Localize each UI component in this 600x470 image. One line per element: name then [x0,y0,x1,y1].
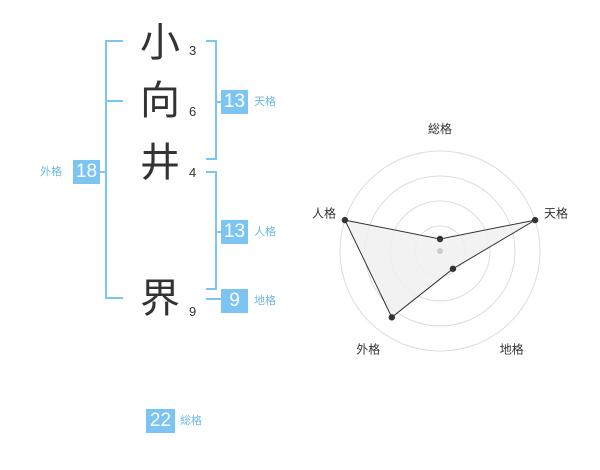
tenkaku-label: 天格 [254,95,276,108]
name-char-1: 小 [140,20,180,66]
tenkaku-connector [216,101,222,103]
jinkaku-bracket-bottom [206,288,217,290]
tenkaku-value-badge: 13 [221,90,248,114]
jinkaku-connector [216,231,222,233]
jinkaku-label: 人格 [254,225,276,238]
radar-point-1 [531,216,539,224]
chikaku-label: 地格 [254,294,276,307]
gaikaku-connector [98,171,106,173]
gaikaku-label: 外格 [40,165,62,178]
gaikaku-value-badge: 18 [73,160,100,184]
stroke-count-1: 3 [189,43,197,58]
radar-point-3 [388,314,396,321]
chikaku-connector [206,298,222,300]
name-char-2: 向 [140,78,180,124]
radar-axis-label-1: 天格 [544,205,568,220]
chikaku-value-badge: 9 [221,289,248,313]
stroke-count-2: 6 [189,104,197,119]
stroke-count-4: 9 [189,304,197,319]
jinkaku-value-badge: 13 [221,220,248,244]
jinkaku-bracket-top [206,171,217,173]
radar-axis-label-0: 総格 [428,121,452,136]
name-char-4: 界 [140,276,180,322]
tenkaku-bracket-vertical [215,40,217,160]
radar-point-2 [449,265,457,272]
radar-center-dot [437,248,443,254]
tenkaku-bracket-top [206,40,217,42]
radar-grid-ring-4 [339,150,541,352]
tenkaku-bracket-bottom [206,158,217,160]
name-char-3: 井 [140,140,180,186]
soukaku-value-badge: 22 [146,409,175,433]
radar-point-4 [341,216,349,224]
gaikaku-bracket-bottom [105,297,123,299]
radar-axis-label-2: 地格 [500,342,524,357]
stroke-count-3: 4 [189,165,197,180]
gaikaku-bracket-top [105,40,123,42]
gaikaku-bracket-vertical [105,40,107,299]
radar-point-0 [436,235,444,243]
soukaku-label: 総格 [180,414,202,427]
radar-data-polygon [344,219,536,319]
radar-axis-label-3: 外格 [356,342,380,357]
jinkaku-bracket-vertical [215,171,217,290]
radar-axis-label-4: 人格 [312,205,336,220]
gaikaku-bracket-mid [105,100,123,102]
